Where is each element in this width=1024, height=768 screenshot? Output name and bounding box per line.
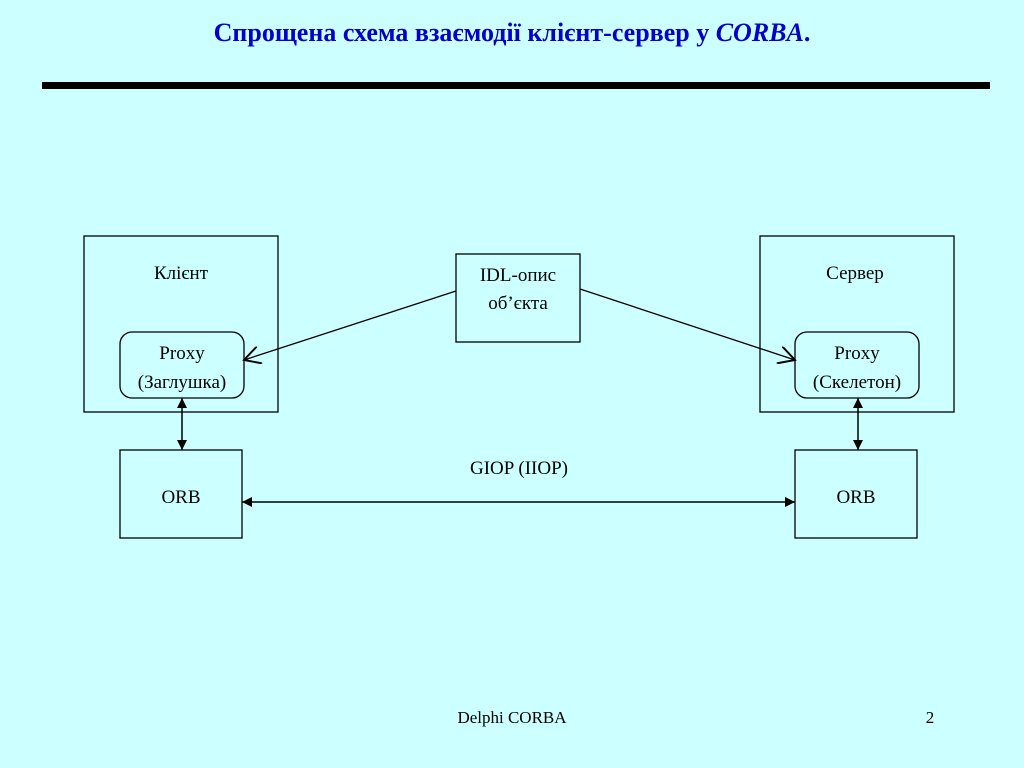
- slide-title: Спрощена схема взаємодії клієнт-сервер у…: [0, 18, 1024, 48]
- client-label: Клієнт: [154, 263, 209, 284]
- client-proxy-title: Proxy: [159, 343, 205, 364]
- server-orb-label: ORB: [836, 487, 875, 508]
- slide-title-period: .: [803, 18, 811, 47]
- idl-to-server-proxy-arrow: [579, 288, 795, 360]
- idl-label-line2: об’єкта: [488, 293, 548, 314]
- footer-caption: Delphi CORBA: [457, 708, 567, 727]
- client-proxy-subtitle: (Заглушка): [138, 372, 226, 393]
- title-divider: [42, 82, 990, 89]
- idl-box: [455, 253, 581, 343]
- server-proxy-title: Proxy: [834, 343, 880, 364]
- protocol-label: GIOP (IIOP): [470, 458, 568, 479]
- server-label: Сервер: [826, 263, 884, 284]
- client-orb-label: ORB: [161, 487, 200, 508]
- server-orb-box: [794, 449, 918, 539]
- slide-title-text: Спрощена схема взаємодії клієнт-сервер у: [213, 18, 716, 47]
- client-orb-box: [119, 449, 243, 539]
- server-proxy-subtitle: (Скелетон): [813, 372, 901, 393]
- idl-label-line1: IDL-опис: [480, 265, 556, 286]
- page-number: 2: [925, 708, 935, 727]
- slide-title-corba: CORBA: [715, 18, 804, 47]
- idl-to-client-proxy-arrow: [244, 290, 457, 360]
